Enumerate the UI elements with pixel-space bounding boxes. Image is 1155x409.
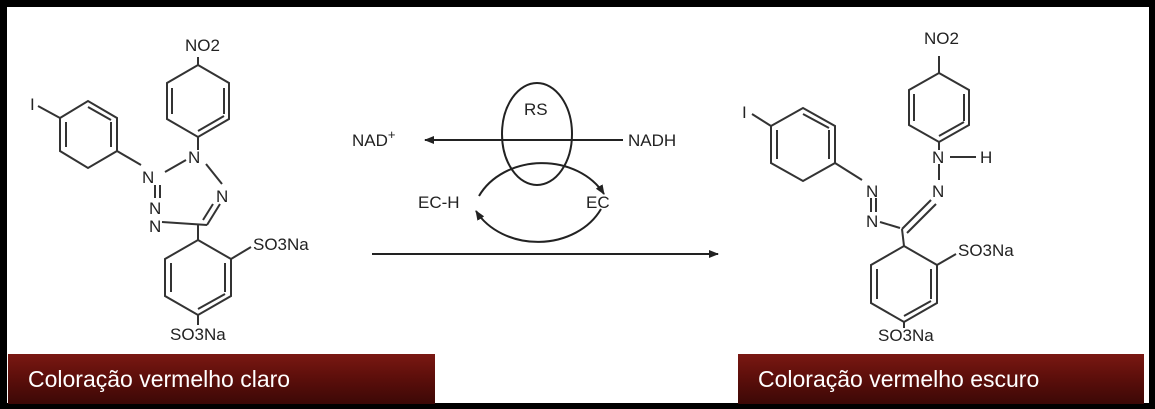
reactant-n4-label: N — [149, 199, 161, 218]
reactant-n1-label: N — [142, 168, 154, 187]
cycle-labels: NAD+ NADH RS EC-H EC — [352, 100, 676, 212]
rs-label: RS — [524, 100, 548, 119]
product-nh-label: N — [932, 148, 944, 167]
product-sulfonate-bottom-label: SO3Na — [878, 326, 934, 345]
reactant-labels: NO2 I N N N N N SO3Na SO3Na — [30, 36, 309, 344]
reactant-nitro-label: NO2 — [185, 36, 220, 55]
catalytic-cycle — [372, 82, 719, 258]
reactant-n5-label: N — [149, 217, 161, 236]
reactant-n2-label: N — [188, 148, 200, 167]
reactant-iodo-label: I — [30, 95, 35, 114]
caption-light-red: Coloração vermelho claro — [8, 354, 435, 404]
product-structure — [751, 56, 976, 328]
reactant-nitrophenyl-ring — [166, 63, 230, 139]
ec-label: EC — [586, 193, 610, 212]
ech-label: EC-H — [418, 193, 460, 212]
reactant-n3-label: N — [216, 187, 228, 206]
cycle-upper-arc — [478, 162, 605, 197]
product-h-label: H — [980, 148, 992, 167]
product-iodo-label: I — [742, 103, 747, 122]
reactant-iodophenyl-ring — [59, 99, 118, 170]
reactant-structure — [37, 57, 252, 325]
caption-dark-red: Coloração vermelho escuro — [738, 354, 1144, 404]
reactant-sulfonate-top-label: SO3Na — [253, 235, 309, 254]
rs-ellipse — [501, 82, 573, 186]
product-n-mid-label: N — [932, 182, 944, 201]
product-n-b-label: N — [866, 212, 878, 231]
product-sulfonate-top-label: SO3Na — [958, 241, 1014, 260]
product-labels: NO2 I N H N N N SO3Na SO3Na — [742, 29, 1014, 345]
product-disulfonate-ring — [870, 244, 938, 324]
reactant-disulfonate-ring — [164, 238, 232, 317]
reactant-sulfonate-bottom-label: SO3Na — [170, 325, 226, 344]
nad-label: NAD+ — [352, 127, 396, 150]
product-iodophenyl-ring — [770, 106, 836, 183]
nadh-label: NADH — [628, 131, 676, 150]
product-n-a-label: N — [866, 182, 878, 201]
product-nitro-label: NO2 — [924, 29, 959, 48]
cycle-lower-arc — [475, 208, 602, 243]
product-nitrophenyl-ring — [908, 71, 970, 144]
